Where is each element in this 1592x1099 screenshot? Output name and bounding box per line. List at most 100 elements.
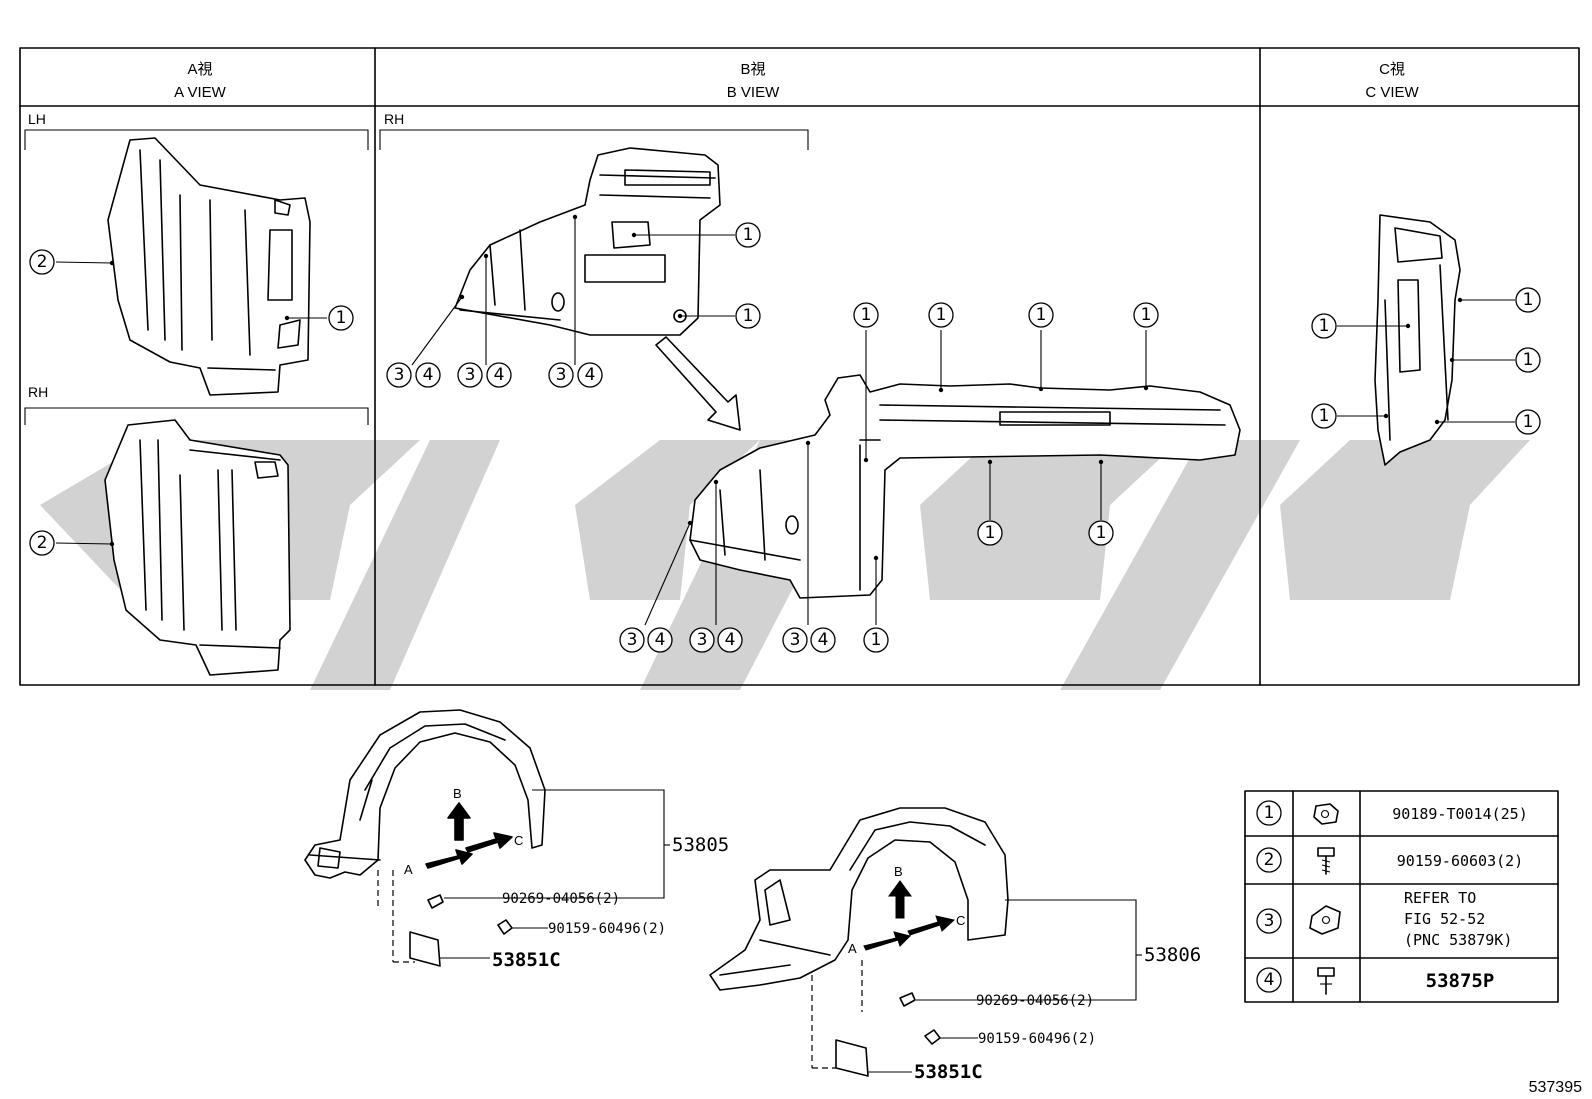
view-title-jp: B視 [740, 61, 765, 78]
view-title-jp: C視 [1379, 61, 1405, 78]
svg-text:3: 3 [697, 630, 708, 650]
svg-text:1: 1 [1141, 305, 1152, 325]
callout-4: 4 [647, 627, 673, 653]
svg-text:4: 4 [1264, 970, 1275, 990]
svg-text:1: 1 [743, 225, 754, 245]
callout-1: 1 [328, 305, 354, 331]
part-number-53806: 53806 [1144, 944, 1201, 966]
view-frame [19, 47, 1580, 686]
legend-part-3-line2: FIG 52-52 [1404, 910, 1485, 928]
liner-drawing-b-upper [454, 147, 721, 336]
leaders-lh [440, 789, 670, 959]
arrow-letter-b: B [453, 786, 462, 801]
svg-text:1: 1 [1523, 290, 1534, 310]
side-label-lh: LH [28, 111, 46, 127]
callout-leaders-b-lower [644, 330, 1149, 626]
svg-text:1: 1 [1036, 305, 1047, 325]
svg-text:4: 4 [818, 630, 829, 650]
svg-text:3: 3 [465, 365, 476, 385]
arrow-letter-b: B [894, 864, 903, 879]
legend-row-2-number: 2 [1256, 847, 1282, 873]
nut-clip-icon [1309, 905, 1341, 935]
screw-icon [1317, 847, 1335, 875]
liner-drawing-a-lh [107, 137, 311, 396]
view-title-en: B VIEW [727, 84, 780, 101]
svg-text:4: 4 [725, 630, 736, 650]
svg-text:3: 3 [556, 365, 567, 385]
view-header-a: A視 A VIEW [174, 61, 227, 101]
part-number-plate-lh: 53851C [492, 949, 561, 971]
view-title-jp: A視 [187, 61, 212, 78]
callout-1: 1 [1515, 347, 1541, 373]
clip-icon [1313, 803, 1339, 825]
part-number-screw-rh: 90159-60496(2) [978, 1031, 1096, 1047]
callout-1: 1 [1133, 302, 1159, 328]
callout-1: 1 [1028, 302, 1054, 328]
callout-1: 1 [1088, 520, 1114, 546]
legend-part-2: 90159-60603(2) [1397, 852, 1523, 870]
svg-text:1: 1 [1264, 803, 1275, 823]
callout-3: 3 [689, 627, 715, 653]
svg-text:1: 1 [1319, 406, 1330, 426]
view-title-en: A VIEW [174, 84, 227, 101]
svg-text:2: 2 [1264, 850, 1275, 870]
callout-1: 1 [735, 222, 761, 248]
callout-1: 1 [977, 520, 1003, 546]
arrow-letter-a: A [404, 862, 413, 877]
callout-2: 2 [29, 249, 55, 275]
view-direction-arrow [655, 336, 741, 431]
svg-text:4: 4 [423, 365, 434, 385]
svg-text:1: 1 [1523, 350, 1534, 370]
svg-text:2: 2 [37, 252, 48, 272]
view-header-c: C視 C VIEW [1365, 61, 1419, 101]
callout-3: 3 [457, 362, 483, 388]
side-label-rh: RH [28, 384, 48, 400]
callout-leaders-b-upper [411, 214, 735, 366]
svg-text:1: 1 [743, 306, 754, 326]
svg-text:4: 4 [494, 365, 505, 385]
legend-part-4: 53875P [1426, 970, 1495, 992]
arrow-letter-a: A [848, 941, 857, 956]
fasteners-lh [377, 870, 513, 967]
callout-4: 4 [717, 627, 743, 653]
screw-grommet-icon [1317, 967, 1335, 995]
svg-text:2: 2 [37, 533, 48, 553]
svg-text:4: 4 [655, 630, 666, 650]
svg-text:1: 1 [1523, 412, 1534, 432]
svg-text:3: 3 [790, 630, 801, 650]
liner-drawing-c [1374, 214, 1461, 466]
arrow-letter-c: C [956, 913, 965, 928]
legend-row-4-number: 4 [1256, 967, 1282, 993]
liner-drawing-a-rh [104, 419, 291, 676]
svg-text:1: 1 [985, 523, 996, 543]
callout-1: 1 [853, 302, 879, 328]
callout-1: 1 [1515, 287, 1541, 313]
part-number-clip-lh: 90269-04056(2) [502, 891, 620, 907]
callout-4: 4 [810, 627, 836, 653]
callout-leaders-c [1337, 297, 1515, 425]
svg-text:3: 3 [1264, 911, 1275, 931]
fender-liner-rh [709, 807, 1009, 991]
callout-3: 3 [386, 362, 412, 388]
view-title-en: C VIEW [1365, 84, 1419, 101]
callout-1: 1 [863, 627, 889, 653]
svg-text:4: 4 [585, 365, 596, 385]
svg-text:3: 3 [627, 630, 638, 650]
svg-text:1: 1 [336, 308, 347, 328]
callout-3: 3 [619, 627, 645, 653]
side-label-rh: RH [384, 111, 404, 127]
view-header-b: B視 B VIEW [727, 61, 780, 101]
legend-row-1-number: 1 [1256, 800, 1282, 826]
callout-2: 2 [29, 530, 55, 556]
figure-number: 537395 [1529, 1079, 1582, 1096]
callout-4: 4 [486, 362, 512, 388]
leaders-rh [868, 899, 1142, 1073]
callout-1: 1 [928, 302, 954, 328]
legend-part-3-line1: REFER TO [1404, 889, 1476, 907]
part-number-53805: 53805 [672, 834, 729, 856]
svg-text:1: 1 [1319, 316, 1330, 336]
fasteners-rh [811, 960, 941, 1077]
callout-4: 4 [577, 362, 603, 388]
svg-text:3: 3 [394, 365, 405, 385]
